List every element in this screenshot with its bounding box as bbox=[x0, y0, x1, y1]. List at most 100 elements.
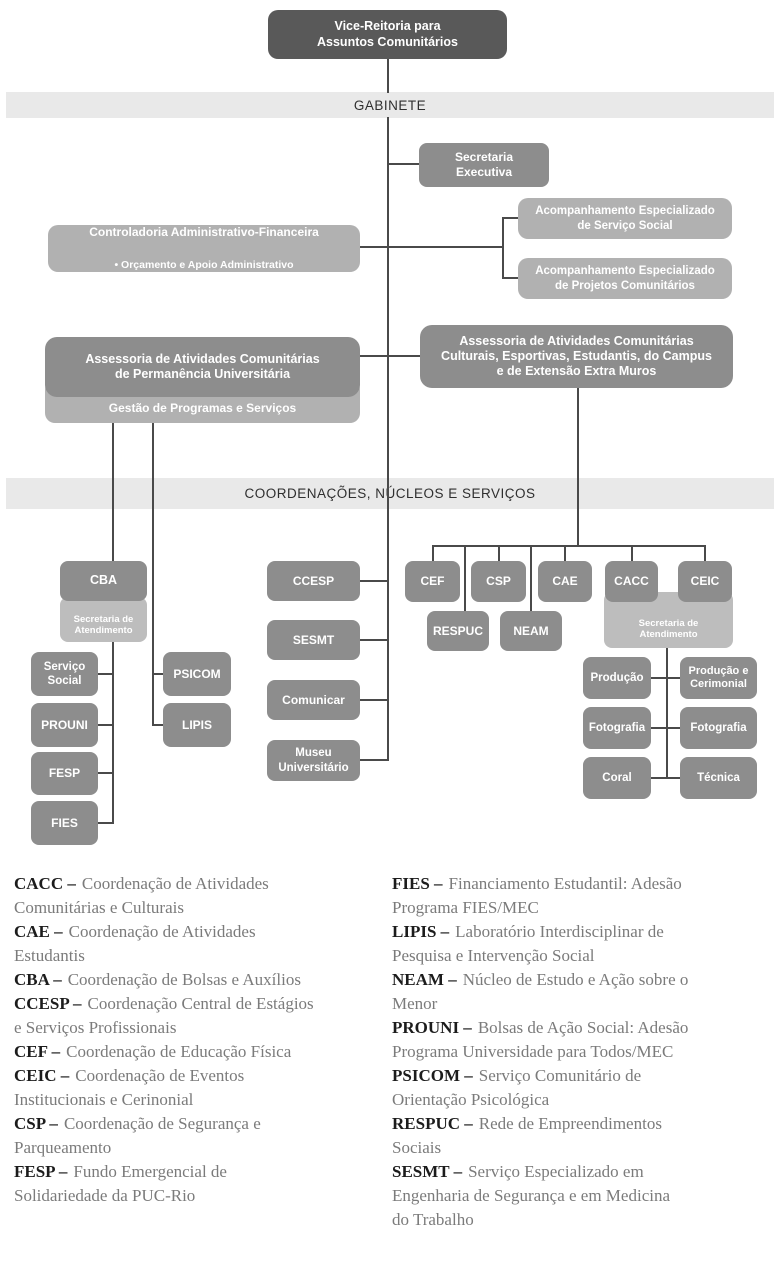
legend-desc: Coordenação de Atividades Estudantis bbox=[14, 922, 256, 965]
connector-line bbox=[360, 580, 389, 582]
connector-line bbox=[464, 546, 466, 612]
legend-abbr: PROUNI – bbox=[392, 1018, 472, 1037]
node-cacc: CACC bbox=[605, 561, 658, 602]
legend-desc: Coordenação de Eventos Institucionais e … bbox=[14, 1066, 245, 1109]
node-controladoria: Controladoria Administrativo-Financeira … bbox=[48, 225, 360, 272]
node-respuc: RESPUC bbox=[427, 611, 489, 651]
connector-line bbox=[360, 246, 504, 248]
connector-line bbox=[564, 546, 566, 562]
connector-line bbox=[498, 546, 500, 562]
node-fesp: FESP bbox=[31, 752, 98, 795]
node-controladoria-title: Controladoria Administrativo-Financeira bbox=[89, 225, 319, 240]
legend-entry: CEIC –Coordenação de Eventos Institucion… bbox=[14, 1064, 366, 1112]
connector-line bbox=[432, 545, 706, 547]
legend-abbr: RESPUC – bbox=[392, 1114, 473, 1133]
legend-left-column: CACC –Coordenação de Atividades Comunitá… bbox=[14, 872, 366, 1208]
connector-line bbox=[360, 699, 389, 701]
connector-line bbox=[97, 822, 113, 824]
node-ceic: CEIC bbox=[678, 561, 732, 602]
node-secretaria-executiva: Secretaria Executiva bbox=[419, 143, 549, 187]
legend-desc: Fundo Emergencial de Solidariedade da PU… bbox=[14, 1162, 227, 1205]
legend-entry: FESP –Fundo Emergencial de Solidariedade… bbox=[14, 1160, 366, 1208]
node-assessoria-permanencia: Assessoria de Atividades Comunitárias de… bbox=[45, 337, 360, 397]
legend-abbr: FIES – bbox=[392, 874, 443, 893]
legend-entry: CAE –Coordenação de Atividades Estudanti… bbox=[14, 920, 366, 968]
connector-line bbox=[666, 646, 668, 779]
node-fotografia-right: Fotografia bbox=[680, 707, 757, 749]
legend-right-column: FIES –Financiamento Estudantil: Adesão P… bbox=[392, 872, 764, 1232]
legend-abbr: NEAM – bbox=[392, 970, 457, 989]
legend-desc: Coordenação de Bolsas e Auxílios bbox=[67, 970, 301, 989]
connector-line bbox=[387, 59, 389, 93]
node-producao-cerimonial: Produção e Cerimonial bbox=[680, 657, 757, 699]
legend-desc: Coordenação de Atividades Comunitárias e… bbox=[14, 874, 269, 917]
node-acompanhamento-projetos: Acompanhamento Especializado de Projetos… bbox=[518, 258, 732, 299]
node-secretaria-atendimento-left-label: Secretaria de Atendimento bbox=[73, 613, 134, 637]
legend-abbr: CSP – bbox=[14, 1114, 58, 1133]
band-coordenacoes-label: COORDENAÇÕES, NÚCLEOS E SERVIÇOS bbox=[244, 486, 536, 501]
legend-desc: Coordenação de Educação Física bbox=[66, 1042, 292, 1061]
legend-desc: Coordenação Central de Estágios e Serviç… bbox=[14, 994, 314, 1037]
legend-abbr: CCESP – bbox=[14, 994, 82, 1013]
legend-entry: PSICOM –Serviço Comunitário de Orientaçã… bbox=[392, 1064, 764, 1112]
node-servico-social: Serviço Social bbox=[31, 652, 98, 696]
connector-line bbox=[360, 759, 389, 761]
node-cae: CAE bbox=[538, 561, 592, 602]
node-ccesp: CCESP bbox=[267, 561, 360, 601]
connector-line bbox=[97, 724, 113, 726]
legend-abbr: CAE – bbox=[14, 922, 63, 941]
legend-abbr: SESMT – bbox=[392, 1162, 463, 1181]
node-psicom: PSICOM bbox=[163, 652, 231, 696]
node-tecnica: Técnica bbox=[680, 757, 757, 799]
connector-line bbox=[360, 355, 421, 357]
node-assessoria-culturais: Assessoria de Atividades Comunitárias Cu… bbox=[420, 325, 733, 388]
legend-entry: CSP –Coordenação de Segurança e Parqueam… bbox=[14, 1112, 366, 1160]
legend-abbr: CEIC – bbox=[14, 1066, 70, 1085]
node-secretaria-atendimento-left: Secretaria de Atendimento bbox=[60, 597, 147, 642]
legend-abbr: PSICOM – bbox=[392, 1066, 473, 1085]
node-cef: CEF bbox=[405, 561, 460, 602]
node-fotografia-left: Fotografia bbox=[583, 707, 651, 749]
node-gestao-programas-label: Gestão de Programas e Serviços bbox=[108, 401, 297, 416]
connector-line bbox=[387, 163, 420, 165]
node-csp: CSP bbox=[471, 561, 526, 602]
connector-line bbox=[502, 217, 519, 219]
legend-desc: Rede de Empreendimentos Sociais bbox=[392, 1114, 662, 1157]
node-acompanhamento-servico-social: Acompanhamento Especializado de Serviço … bbox=[518, 198, 732, 239]
connector-line bbox=[704, 546, 706, 562]
band-gabinete: GABINETE bbox=[6, 92, 774, 118]
legend-abbr: CBA – bbox=[14, 970, 62, 989]
connector-line bbox=[530, 546, 532, 612]
legend-entry: RESPUC –Rede de Empreendimentos Sociais bbox=[392, 1112, 764, 1160]
node-vice-reitoria: Vice-Reitoria para Assuntos Comunitários bbox=[268, 10, 507, 59]
node-controladoria-sub: • Orçamento e Apoio Administrativo bbox=[114, 259, 294, 272]
legend-entry: NEAM –Núcleo de Estudo e Ação sobre o Me… bbox=[392, 968, 764, 1016]
connector-line bbox=[97, 772, 113, 774]
legend-entry: CEF – Coordenação de Educação Física bbox=[14, 1040, 366, 1064]
connector-line bbox=[650, 677, 681, 679]
node-comunicar: Comunicar bbox=[267, 680, 360, 720]
legend-entry: CCESP –Coordenação Central de Estágios e… bbox=[14, 992, 366, 1040]
legend-entry: SESMT –Serviço Especializado em Engenhar… bbox=[392, 1160, 764, 1232]
legend-desc: Serviço Comunitário de Orientação Psicol… bbox=[392, 1066, 642, 1109]
connector-line bbox=[650, 727, 681, 729]
node-fies: FIES bbox=[31, 801, 98, 845]
band-coordenacoes: COORDENAÇÕES, NÚCLEOS E SERVIÇOS bbox=[6, 478, 774, 509]
node-prouni: PROUNI bbox=[31, 703, 98, 747]
legend-desc: Serviço Especializado em Engenharia de S… bbox=[392, 1162, 671, 1229]
legend-entry: FIES –Financiamento Estudantil: Adesão P… bbox=[392, 872, 764, 920]
connector-line bbox=[152, 673, 164, 675]
node-secretaria-atendimento-right-label: Secretaria de Atendimento bbox=[638, 617, 699, 641]
legend-entry: PROUNI –Bolsas de Ação Social: Adesão Pr… bbox=[392, 1016, 764, 1064]
connector-line bbox=[577, 388, 579, 547]
connector-line bbox=[387, 117, 389, 761]
legend-entry: LIPIS –Laboratório Interdisciplinar de P… bbox=[392, 920, 764, 968]
legend-abbr: CEF – bbox=[14, 1042, 61, 1061]
legend-abbr: CACC – bbox=[14, 874, 76, 893]
legend-entry: CACC –Coordenação de Atividades Comunitá… bbox=[14, 872, 366, 920]
connector-line bbox=[502, 218, 504, 279]
band-gabinete-label: GABINETE bbox=[353, 97, 427, 113]
legend-abbr: FESP – bbox=[14, 1162, 68, 1181]
connector-line bbox=[502, 277, 519, 279]
